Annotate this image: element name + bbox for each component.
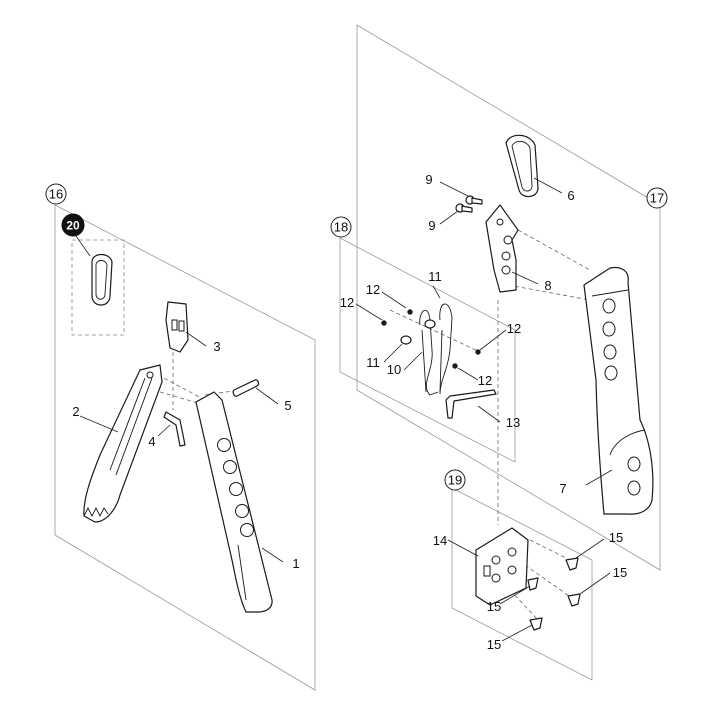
callout-11-upper: 11 bbox=[428, 269, 442, 284]
callout-9-lower: 9 bbox=[428, 218, 435, 233]
carabiner-part-20 bbox=[91, 253, 113, 306]
callout-3: 3 bbox=[213, 339, 220, 354]
leader-lines bbox=[75, 177, 613, 642]
callout-15-c: 15 bbox=[487, 599, 501, 614]
panel-19 bbox=[451, 487, 593, 681]
screws-part-9 bbox=[455, 195, 483, 213]
callout-11-lower: 11 bbox=[366, 355, 380, 370]
assembly-16-label: 16 bbox=[49, 187, 63, 202]
callout-4: 4 bbox=[148, 434, 155, 449]
callout-15-a: 15 bbox=[609, 530, 623, 545]
panel-18 bbox=[339, 237, 516, 463]
callout-5: 5 bbox=[284, 398, 291, 413]
callout-15-b: 15 bbox=[613, 565, 627, 580]
assembly-labels: 16 17 18 19 20 bbox=[45, 183, 668, 491]
callout-7: 7 bbox=[559, 481, 566, 496]
assembly-18-label: 18 bbox=[334, 220, 348, 235]
screws-part-15 bbox=[527, 557, 581, 631]
callout-6: 6 bbox=[567, 188, 574, 203]
hex-key-part-4 bbox=[163, 411, 186, 447]
pin-part-5 bbox=[232, 379, 260, 397]
assembly-16-badge: 16 bbox=[45, 183, 67, 205]
callout-12-top: 12 bbox=[366, 282, 380, 297]
mount-part-7 bbox=[583, 266, 654, 515]
assembly-17-label: 17 bbox=[650, 191, 664, 206]
assembly-19-badge: 19 bbox=[444, 469, 466, 491]
assembly-panels bbox=[54, 24, 661, 691]
callout-15-d: 15 bbox=[487, 637, 501, 652]
callout-12-left: 12 bbox=[340, 295, 354, 310]
callout-12-bottom: 12 bbox=[478, 373, 492, 388]
nuts-part-11-12 bbox=[381, 309, 481, 369]
lanyard-part-10 bbox=[419, 303, 453, 396]
assembly-19-label: 19 bbox=[448, 473, 462, 488]
panel-16 bbox=[54, 204, 316, 691]
assembly-20-label: 20 bbox=[66, 219, 80, 233]
callout-14: 14 bbox=[433, 533, 447, 548]
callout-1: 1 bbox=[292, 556, 299, 571]
callout-2: 2 bbox=[72, 404, 79, 419]
panel-20 bbox=[71, 239, 125, 336]
handle-part-2 bbox=[83, 364, 163, 523]
callout-9-upper: 9 bbox=[425, 172, 432, 187]
carabiner-part-6 bbox=[505, 134, 539, 198]
panel-17 bbox=[356, 24, 661, 571]
hex-key-part-13 bbox=[445, 389, 497, 419]
callout-8: 8 bbox=[544, 278, 551, 293]
bracket-part-8 bbox=[485, 204, 519, 293]
clip-part-3 bbox=[165, 301, 189, 353]
plate-part-14 bbox=[475, 527, 529, 606]
callout-labels: 1 2 3 4 5 6 7 8 9 9 10 11 11 12 12 12 12… bbox=[72, 172, 627, 652]
callout-13: 13 bbox=[506, 415, 520, 430]
assembly-20-badge: 20 bbox=[61, 213, 85, 237]
assembly-18-badge: 18 bbox=[330, 216, 352, 238]
handle-part-1 bbox=[195, 391, 273, 613]
assembly-17-badge: 17 bbox=[646, 187, 668, 209]
callout-10: 10 bbox=[387, 362, 401, 377]
callout-12-right: 12 bbox=[507, 321, 521, 336]
